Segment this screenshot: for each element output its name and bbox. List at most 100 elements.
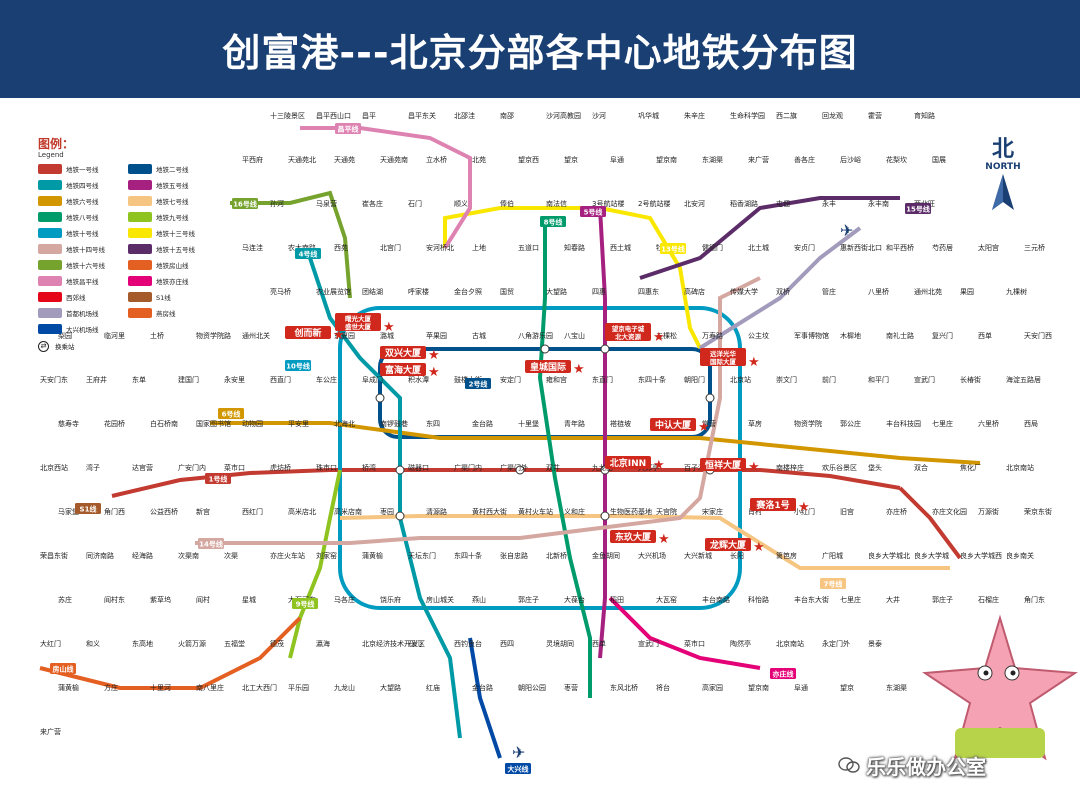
station-label[interactable]: 望京南 — [656, 155, 677, 164]
station-label[interactable]: 北工大西门 — [242, 683, 277, 692]
station-label[interactable]: 南八里庄 — [196, 683, 224, 692]
station-label[interactable]: 平安里 — [288, 419, 309, 428]
station-label[interactable]: 丰台科技园 — [886, 419, 921, 428]
station-label[interactable]: 果园 — [960, 288, 974, 296]
station-label[interactable]: 上地 — [472, 243, 486, 252]
station-label[interactable]: 大红门 — [40, 639, 61, 648]
station-label[interactable]: 西钓鱼台 — [454, 639, 482, 648]
station-label[interactable]: 健德门 — [702, 243, 723, 252]
station-label[interactable]: 阎村东 — [104, 595, 125, 604]
station-label[interactable]: 土桥 — [150, 331, 164, 340]
station-label[interactable]: 和平西桥 — [886, 243, 914, 252]
station-label[interactable]: 郭庄子 — [932, 595, 953, 604]
station-label[interactable]: 2号航站楼 — [638, 199, 670, 208]
station-label[interactable]: 西二旗 — [776, 111, 797, 120]
station-label[interactable]: 国展 — [932, 156, 946, 164]
station-label[interactable]: 永安里 — [224, 375, 245, 384]
station-label[interactable]: 复兴门 — [932, 331, 953, 340]
station-label[interactable]: 高米店北 — [288, 507, 316, 516]
station-label[interactable]: 东夏园 — [334, 331, 355, 340]
station-label[interactable]: 木樨地 — [840, 331, 861, 340]
station-label[interactable]: 东单 — [132, 375, 146, 384]
station-label[interactable]: 次渠南 — [178, 551, 199, 560]
station-label[interactable]: 望京 — [564, 155, 578, 164]
station-label[interactable]: 十里河 — [150, 683, 171, 692]
station-label[interactable]: 金台路 — [472, 683, 493, 692]
station-label[interactable]: 八角游乐园 — [518, 331, 553, 340]
station-label[interactable]: 和义 — [86, 639, 100, 648]
station-label[interactable]: 来广营 — [748, 155, 769, 164]
station-label[interactable]: 金台路 — [472, 419, 493, 428]
station-label[interactable]: 南邵 — [500, 111, 514, 120]
transfer-station[interactable] — [540, 344, 550, 354]
station-label[interactable]: 大瓦窑 — [656, 595, 677, 604]
station-label[interactable]: 马家堡 — [58, 507, 79, 516]
station-label[interactable]: 顺义 — [454, 200, 468, 208]
station-label[interactable]: 饶乐府 — [380, 595, 401, 604]
station-label[interactable]: 荣昌东街 — [40, 551, 68, 560]
station-label[interactable]: 长阳 — [730, 551, 744, 560]
station-label[interactable]: 花园桥 — [104, 419, 125, 428]
station-label[interactable]: 广渠门内 — [454, 463, 482, 472]
station-label[interactable]: 生物医药基地 — [610, 507, 652, 516]
station-label[interactable]: 青年路 — [564, 419, 585, 428]
station-label[interactable]: 郭公庄 — [840, 419, 861, 428]
station-label[interactable]: 物资学院路 — [196, 331, 231, 340]
station-label[interactable]: 西单 — [592, 639, 606, 648]
station-label[interactable]: 雍和宫 — [546, 375, 567, 384]
station-label[interactable]: 灵境胡同 — [546, 639, 574, 648]
station-label[interactable]: 八宝山 — [564, 331, 585, 340]
station-label[interactable]: 崔各庄 — [362, 199, 383, 208]
station-label[interactable]: 沙河高教园 — [546, 111, 581, 120]
station-label[interactable]: 星城 — [242, 596, 256, 604]
station-label[interactable]: 西单 — [978, 331, 992, 340]
station-label[interactable]: 同济南路 — [86, 551, 114, 560]
station-label[interactable]: 北新桥 — [546, 551, 567, 560]
station-label[interactable]: 天坛东门 — [408, 551, 436, 560]
station-label[interactable]: 阜通 — [610, 155, 624, 164]
station-label[interactable]: 广阳城 — [822, 551, 843, 560]
station-label[interactable]: 南楼梓庄 — [776, 463, 804, 472]
station-label[interactable]: 宣武门 — [914, 375, 935, 384]
station-label[interactable]: 天宫院 — [656, 507, 677, 516]
station-label[interactable]: 荣京东街 — [1024, 507, 1052, 516]
station-label[interactable]: 天通苑南 — [380, 155, 408, 164]
station-label[interactable]: 垡头 — [868, 463, 882, 472]
station-label[interactable]: 天安门东 — [40, 375, 68, 384]
station-label[interactable]: 朱辛庄 — [684, 111, 705, 120]
station-label[interactable]: 八里桥 — [868, 287, 889, 296]
station-label[interactable]: 朝阳公园 — [518, 683, 546, 692]
station-label[interactable]: 安河桥北 — [426, 243, 454, 252]
station-label[interactable]: 北安河 — [684, 199, 705, 208]
station-label[interactable]: 北土城 — [748, 243, 769, 252]
station-label[interactable]: 景泰 — [868, 639, 882, 648]
station-label[interactable]: 九龙山 — [334, 683, 355, 692]
station-label[interactable]: 朝阳门 — [684, 375, 705, 384]
station-label[interactable]: 西直门 — [270, 375, 291, 384]
station-label[interactable]: 生命科学园 — [730, 111, 765, 120]
station-label[interactable]: 阜通 — [794, 683, 808, 692]
station-label[interactable]: 国贸 — [500, 287, 514, 296]
transfer-station[interactable] — [395, 465, 405, 475]
station-label[interactable]: 次渠 — [224, 551, 238, 560]
station-label[interactable]: 小红门 — [794, 507, 815, 516]
station-label[interactable]: 双合 — [914, 463, 928, 472]
station-label[interactable]: 东风北桥 — [610, 683, 638, 692]
transfer-station[interactable] — [375, 393, 385, 403]
station-label[interactable]: 燕山 — [472, 595, 486, 604]
station-label[interactable]: 高家园 — [702, 683, 723, 692]
station-label[interactable]: 苹果园 — [426, 331, 447, 340]
station-label[interactable]: 苏庄 — [58, 595, 72, 604]
station-label[interactable]: 广渠门外 — [500, 463, 528, 472]
station-label[interactable]: 望京南 — [748, 683, 769, 692]
station-label[interactable]: 西四 — [500, 640, 514, 648]
station-label[interactable]: 潞城 — [380, 331, 394, 340]
station-label[interactable]: 蒲黄榆 — [58, 683, 79, 692]
station-label[interactable]: 张自忠路 — [500, 551, 528, 560]
station-label[interactable]: 通州北关 — [242, 331, 270, 340]
station-label[interactable]: 十三陵景区 — [270, 111, 305, 120]
station-label[interactable]: 旧宫 — [840, 507, 854, 516]
station-label[interactable]: 篱笆房 — [776, 551, 797, 560]
